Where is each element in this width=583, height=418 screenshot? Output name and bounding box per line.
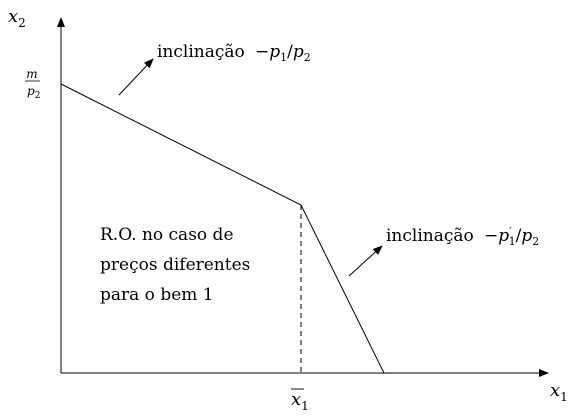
svg-text:m: m [26,67,37,81]
slope-lower-arrow [348,245,383,277]
slope-upper-label: inclinação −p1/p2 [157,42,311,64]
region-label-line-3: para o bem 1 [100,285,214,305]
region-label: R.O. no caso de preços diferentes para o… [100,225,250,305]
kink-label: x1 [291,388,309,413]
svg-text:p2: p2 [27,84,40,101]
x-axis-label: x1 [550,380,568,404]
slope-lower-label: inclinação −p′1/p2 [386,225,539,248]
y-intercept-label: m p2 [25,67,40,101]
region-label-line-1: R.O. no caso de [100,225,234,245]
y-axis-label: x2 [8,6,26,30]
svg-text:x1: x1 [291,389,309,413]
slope-upper-arrow [118,58,154,96]
region-label-line-2: preços diferentes [100,255,250,275]
